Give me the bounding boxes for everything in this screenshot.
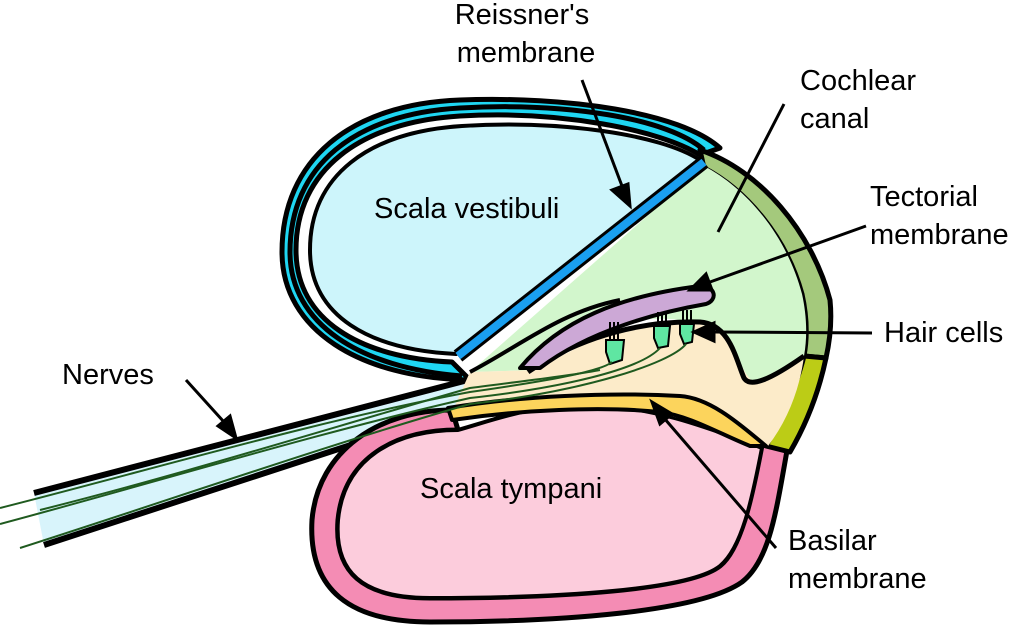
label-scala-vestibuli: Scala vestibuli	[374, 193, 559, 225]
label-hair-cells: Hair cells	[884, 317, 1003, 349]
label-scala-tympani: Scala tympani	[420, 473, 602, 505]
cochlear-duct	[470, 147, 834, 455]
tectorial-membrane	[518, 284, 716, 370]
label-basilar-membrane: Basilar membrane	[788, 525, 927, 595]
basilar-membrane	[446, 392, 768, 448]
leader-nerves	[184, 378, 239, 442]
nerve-fiber	[19, 343, 687, 549]
hair-cells	[605, 310, 696, 366]
scala-vestibuli-outer	[287, 104, 706, 379]
leader-lines	[184, 79, 873, 549]
label-tectorial-membrane: Tectorial membrane	[870, 181, 1009, 251]
leader-tectorial	[686, 224, 867, 292]
label-cochlear-canal: Cochlear canal	[800, 65, 924, 135]
leader-reissners	[580, 79, 632, 210]
label-nerves: Nerves	[62, 359, 154, 391]
scala-vestibuli-wall	[279, 96, 723, 383]
tectorial-membrane-shape	[518, 284, 716, 370]
leader-basilar	[649, 398, 778, 549]
leader-hair-cells	[690, 320, 873, 344]
limbus-lining	[469, 298, 621, 374]
scala-tympani	[309, 402, 791, 625]
cochlear-canal-fill	[470, 166, 807, 382]
basilar-membrane-shape	[446, 392, 768, 448]
nerve-fibers	[0, 343, 687, 549]
nerve-fiber	[39, 369, 601, 511]
hair-cell	[653, 312, 672, 350]
nerve-bundle-top-edge	[33, 377, 469, 496]
hair-cell	[605, 322, 626, 366]
label-reissners-membrane: Reissner's membrane	[455, 0, 598, 69]
hair-cell	[679, 310, 696, 346]
nerve-fiber	[0, 347, 661, 525]
reissners-membrane	[453, 156, 709, 362]
leader-cochlear-canal	[716, 103, 786, 233]
